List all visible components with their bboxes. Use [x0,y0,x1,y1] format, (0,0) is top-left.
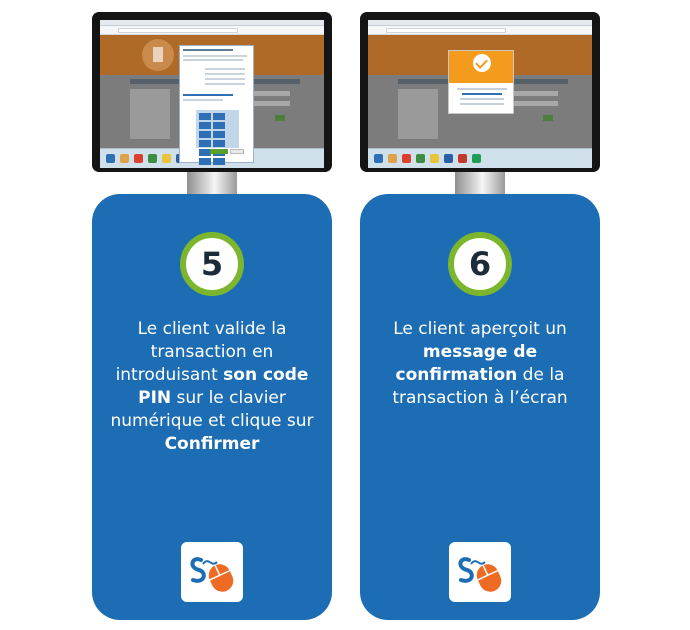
dialog-text-line [205,78,245,80]
desc-text: sur le clavier numérique et clique sur [110,388,314,431]
page-field [488,91,558,96]
document-icon [142,39,174,71]
so-mouse-logo-icon [181,542,243,602]
page-field-2 [220,101,290,106]
step-card: 6 Le client aperçoit un message de confi… [360,194,600,620]
monitor [92,12,332,172]
dialog-text-line [183,99,223,101]
dialog-text-line [183,59,243,61]
pin-confirm-dialog [179,45,254,165]
app-icon [148,154,157,163]
dialog-text-line [460,98,504,100]
page-field-2 [488,101,558,106]
step-number-badge: 6 [448,232,512,296]
monitor-stand-neck [187,172,237,198]
step-card: 5 Le client valide la transaction en int… [92,194,332,620]
dialog-text-line [183,55,247,57]
dialog-text-line [462,93,502,95]
dialog-text-line [205,73,245,75]
explorer-icon [120,154,129,163]
folder-icon [162,154,171,163]
desc-text: de la transaction à l’écran [392,365,568,408]
browser-tab-bar [368,20,592,26]
step-description: Le client aperçoit un message de confirm… [374,318,586,410]
page-field [220,91,290,96]
browser-address-bar [368,26,592,43]
dialog-text-line [205,68,245,70]
success-dialog [448,50,514,114]
step-number: 6 [468,245,492,283]
pdf-icon [458,154,467,163]
page-go-button [543,115,553,121]
url-field [118,28,238,33]
url-field [386,28,506,33]
explorer-icon [388,154,397,163]
check-circle-icon [473,54,491,72]
so-mouse-logo-icon [449,542,511,602]
desc-bold: son code PIN [138,365,309,408]
page-go-button [275,115,285,121]
monitor-screen [100,20,324,168]
confirm-button[interactable] [210,149,228,154]
app-icon [416,154,425,163]
browser-icon [402,154,411,163]
desc-text: Le client valide la transaction en intro… [115,319,287,385]
word-icon [444,154,453,163]
success-dialog-header [449,51,513,83]
monitor-stand-neck [455,172,505,198]
start-icon [374,154,383,163]
folder-icon [430,154,439,163]
cancel-button[interactable] [230,149,244,154]
desc-bold: message de confirmation [395,342,538,385]
dialog-text-line [457,88,507,90]
browser-icon [134,154,143,163]
desc-bold: Confirmer [164,434,260,454]
pin-keypad[interactable] [196,110,239,165]
browser-tab-bar [100,20,324,26]
desc-text: Le client aperçoit un [393,319,567,339]
dialog-text-line [205,83,245,85]
start-icon [106,154,115,163]
step-number-badge: 5 [180,232,244,296]
browser-address-bar [100,26,324,43]
step-5-panel: 5 Le client valide la transaction en int… [92,0,332,630]
page-list [130,89,170,139]
dialog-title-bar [183,49,233,51]
monitor [360,12,600,172]
windows-taskbar [368,148,592,168]
page-list [398,89,438,139]
dialog-subheading-line [183,94,233,96]
monitor-screen [368,20,592,168]
step-description: Le client valide la transaction en intro… [106,318,318,456]
step-6-panel: 6 Le client aperçoit un message de confi… [360,0,600,630]
step-number: 5 [200,245,224,283]
excel-icon [472,154,481,163]
dialog-text-line [460,103,504,105]
